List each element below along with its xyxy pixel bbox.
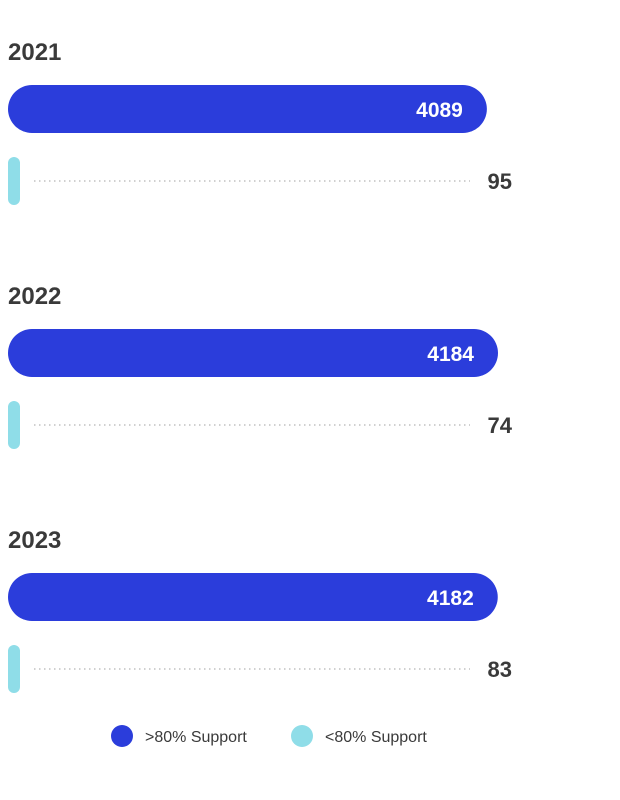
legend-under-80: <80% Support <box>291 725 427 747</box>
year-label: 2023 <box>8 527 61 554</box>
legend: >80% Support <80% Support <box>111 725 427 747</box>
bar-under-80-value: 95 <box>488 169 512 194</box>
bar-under-80 <box>8 645 20 693</box>
legend-swatch <box>291 725 313 747</box>
bar-under-80 <box>8 401 20 449</box>
groups: 2021 4089 95 2022 4184 74 2023 4182 83 <box>8 39 513 693</box>
bar-under-80 <box>8 157 20 205</box>
legend-swatch <box>111 725 133 747</box>
year-group: 2023 4182 83 <box>8 527 512 693</box>
year-label: 2021 <box>8 39 61 66</box>
bar-under-80-value: 83 <box>488 657 512 682</box>
year-group: 2021 4089 95 <box>8 39 512 205</box>
bar-over-80 <box>8 85 487 133</box>
year-label: 2022 <box>8 283 61 310</box>
bar-over-80 <box>8 573 498 621</box>
legend-label: <80% Support <box>325 729 427 746</box>
bar-over-80-value: 4182 <box>427 587 474 610</box>
legend-over-80: >80% Support <box>111 725 247 747</box>
legend-label: >80% Support <box>145 729 247 746</box>
bar-under-80-value: 74 <box>488 413 513 438</box>
bar-over-80-value: 4184 <box>427 343 474 366</box>
bar-over-80-value: 4089 <box>416 99 463 122</box>
year-group: 2022 4184 74 <box>8 283 513 449</box>
bar-over-80 <box>8 329 498 377</box>
